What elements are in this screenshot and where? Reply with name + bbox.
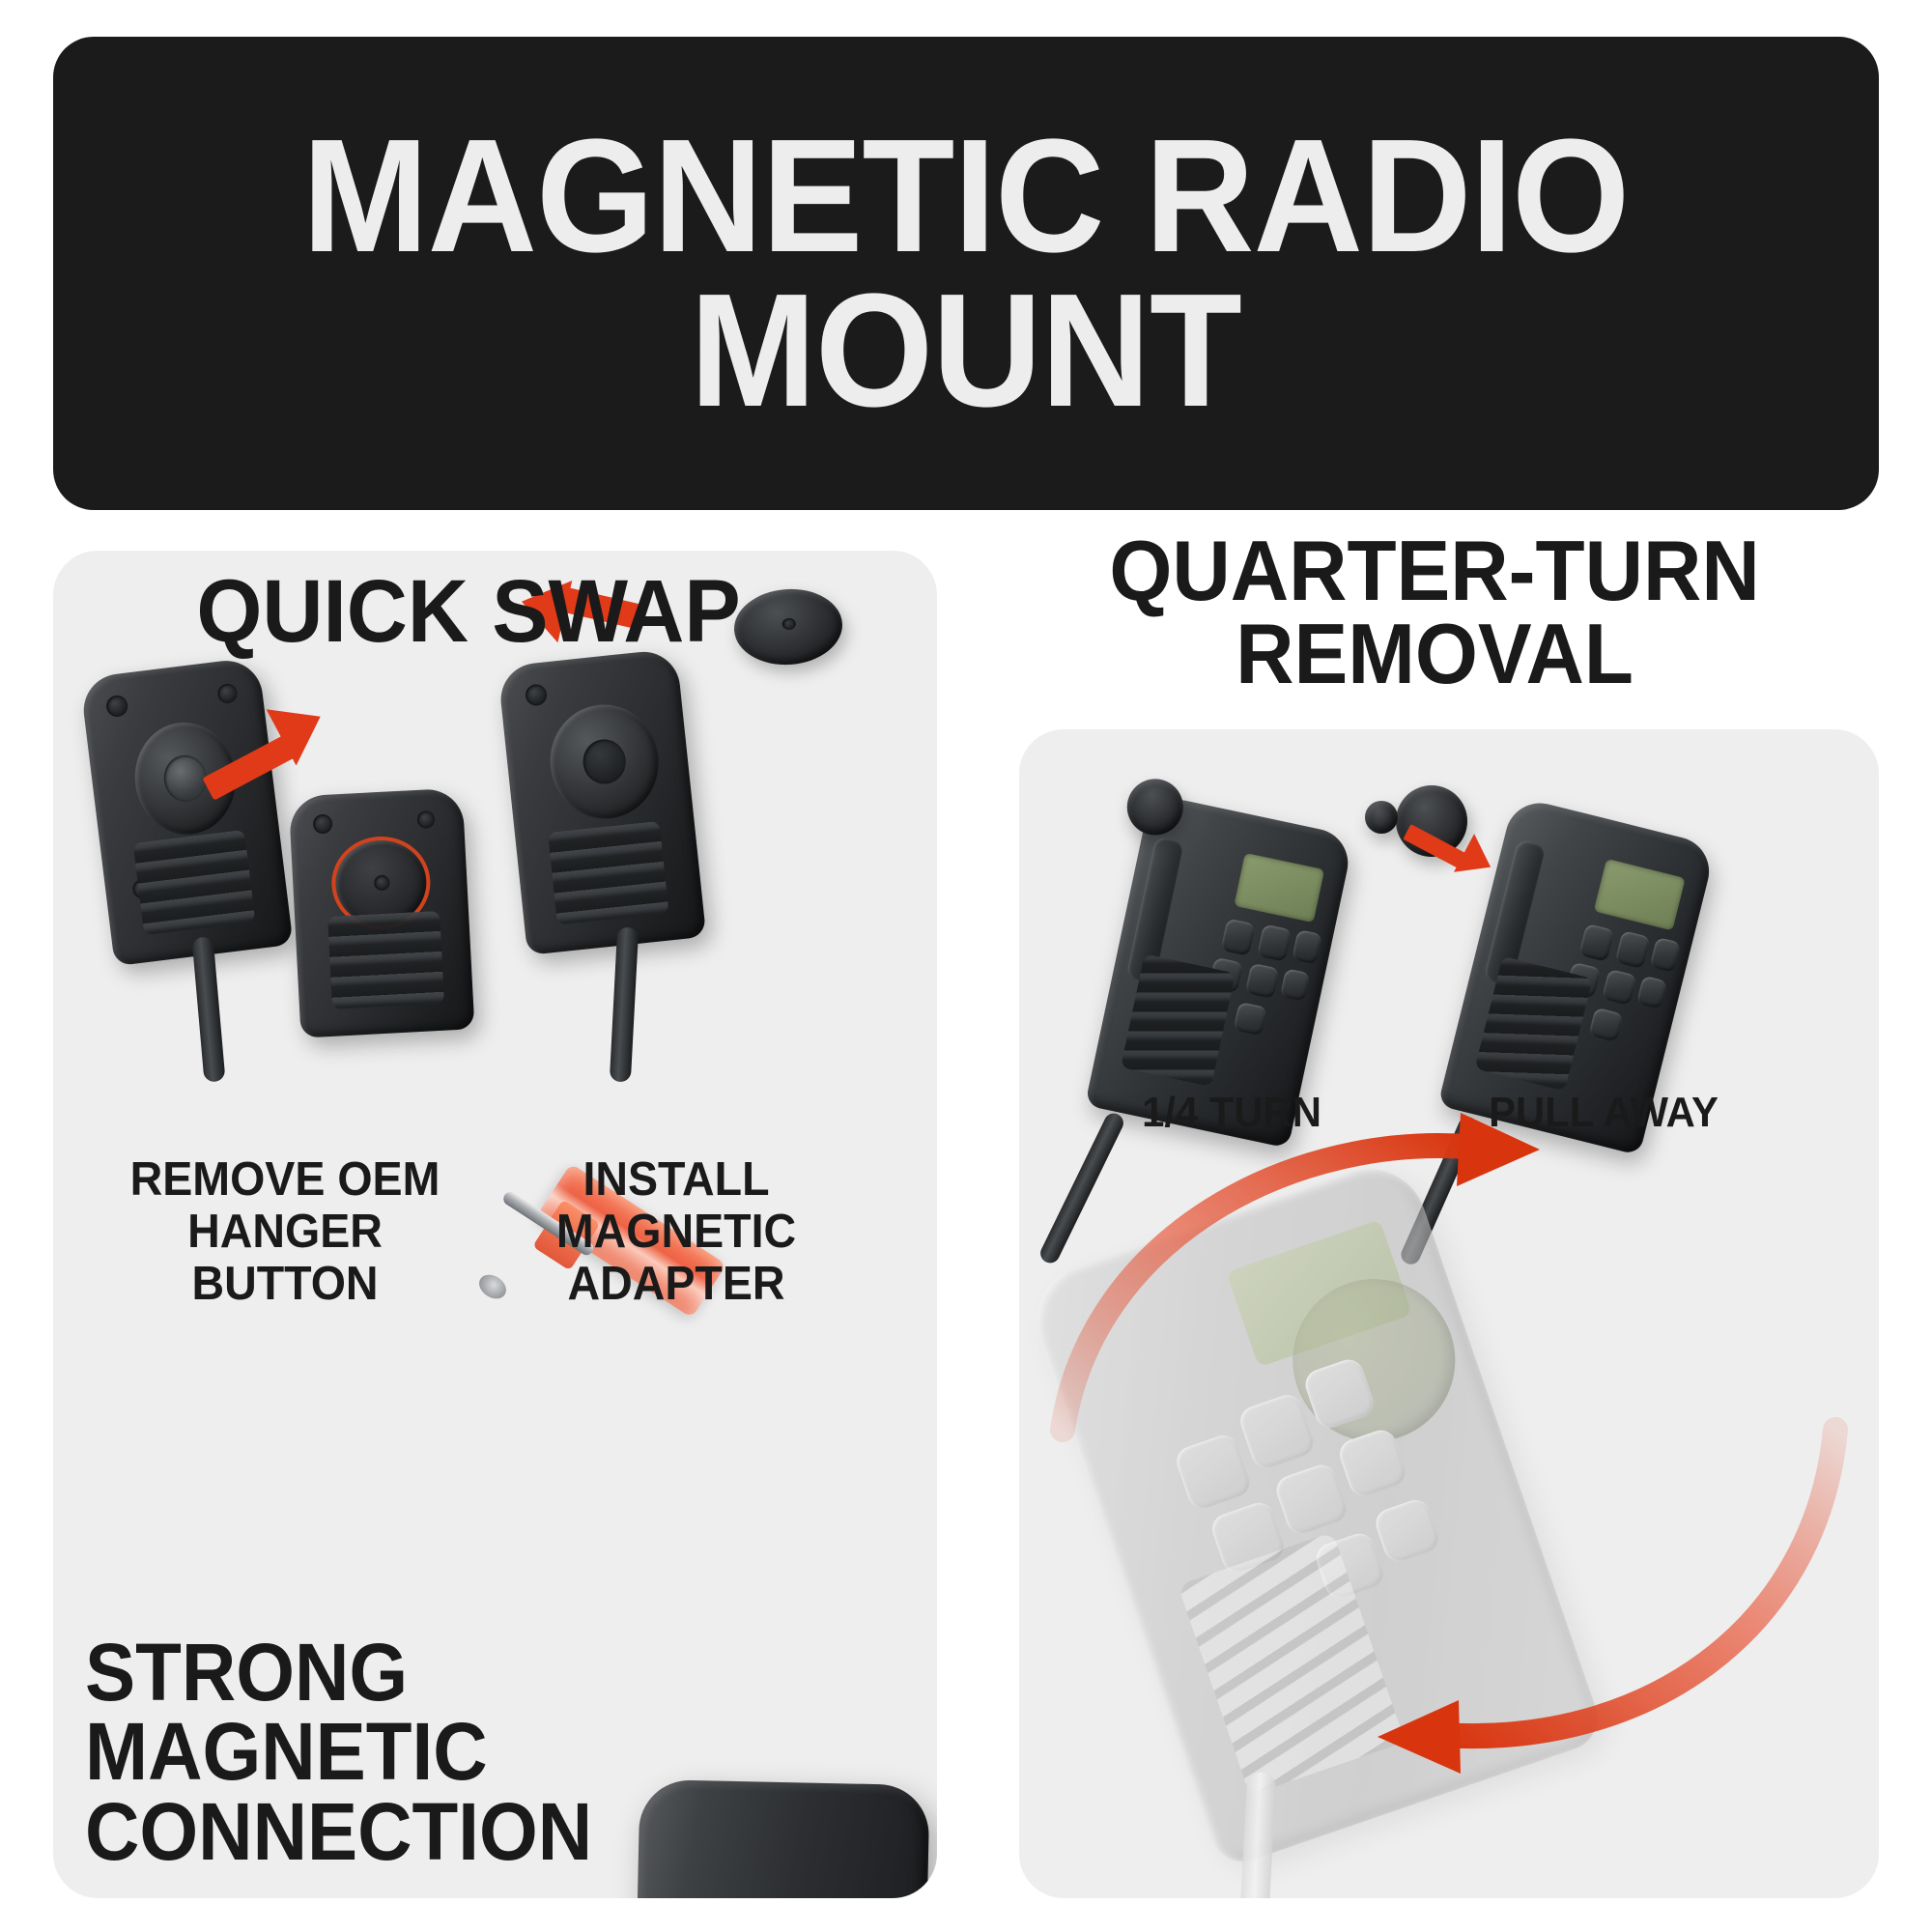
step-label-quarter-turn: 1/4 TURN <box>1142 1089 1321 1136</box>
step-label-line2: ADAPTER <box>567 1257 785 1310</box>
screw-hole-icon <box>554 867 575 889</box>
mic-cable <box>609 926 639 1083</box>
quarter-turn-panel <box>1019 729 1879 1898</box>
step-label-install-adapter: INSTALL MAGNETIC ADAPTER <box>493 1153 860 1311</box>
title-line-1: MAGNETIC RADIO <box>302 105 1630 286</box>
mic-back-empty-socket <box>288 787 475 1038</box>
mic-back-remove-button <box>79 656 294 967</box>
feature-line1: STRONG <box>85 1627 409 1718</box>
step-label-line2: HANGER BUTTON <box>187 1205 383 1310</box>
screw-hole-icon <box>524 683 549 707</box>
mic-cable <box>191 936 226 1083</box>
step-label-remove-oem: REMOVE OEM HANGER BUTTON <box>93 1153 478 1311</box>
screw-hole-icon <box>104 694 129 719</box>
screw-hole-icon <box>312 813 333 835</box>
mic-side-view <box>625 1778 930 1898</box>
title-banner: MAGNETIC RADIO MOUNT <box>53 37 1879 510</box>
heading-line1: QUARTER-TURN <box>1109 523 1760 618</box>
mic-back-install-adapter <box>497 648 707 955</box>
socket-outline-icon <box>328 834 433 932</box>
feature-line3: CONNECTION <box>85 1785 593 1877</box>
quarter-turn-socket-icon <box>544 698 665 825</box>
quick-swap-panel <box>53 551 937 1898</box>
quick-swap-heading: QUICK SWAP <box>196 562 741 661</box>
heading-line2: REMOVAL <box>1236 606 1634 702</box>
step-label-pull-away: PULL AWAY <box>1489 1089 1719 1136</box>
title-line-2: MOUNT <box>690 261 1243 440</box>
screw-hole-icon <box>216 682 239 705</box>
feature-label-strong-magnetic-connection: STRONG MAGNETIC CONNECTION <box>85 1627 593 1877</box>
quarter-turn-heading: QUARTER-TURN REMOVAL <box>1008 523 1861 702</box>
feature-line2: MAGNETIC <box>85 1706 488 1798</box>
screw-hole-icon <box>131 878 154 900</box>
page-title: MAGNETIC RADIO MOUNT <box>302 105 1630 440</box>
ball-stud-icon <box>1365 801 1398 834</box>
screw-hole-icon <box>416 810 436 829</box>
step-label-line1: INSTALL MAGNETIC <box>555 1153 797 1258</box>
step-label-line1: REMOVE OEM <box>129 1153 440 1206</box>
rotation-arrows-icon <box>1050 1113 1848 1774</box>
